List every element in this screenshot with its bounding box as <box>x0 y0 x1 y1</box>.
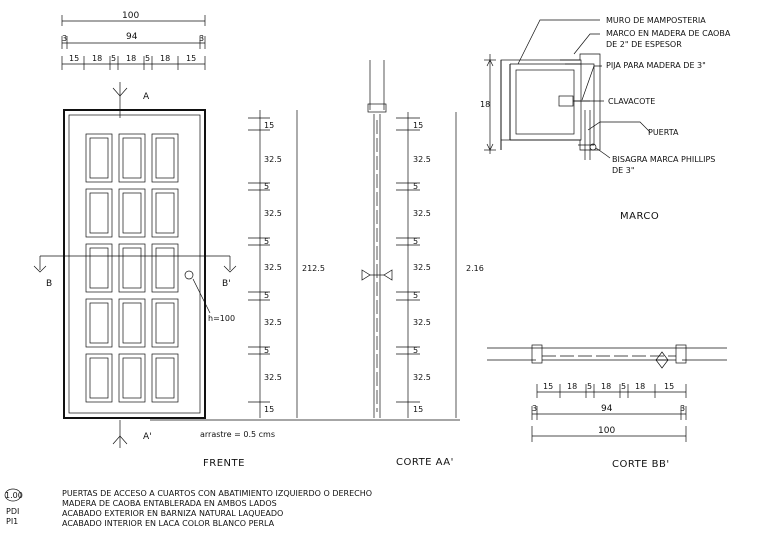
dim-inner-width: 94 <box>126 32 138 42</box>
aa-vdim-5: 32.5 <box>413 263 431 272</box>
aa-vdim-3: 32.5 <box>413 209 431 218</box>
bb-dim-5: 18 <box>635 382 645 391</box>
bb-dim-0: 15 <box>543 382 553 391</box>
legend-note-0: PUERTAS DE ACCESO A CUARTOS CON ABATIMIE… <box>62 489 372 498</box>
legend-symbol <box>4 488 22 502</box>
frame-dim-label: 18 <box>480 100 490 109</box>
vdim-0: 15 <box>264 121 274 130</box>
label-anchor: CLAVACOTE <box>608 97 655 106</box>
legend: 1.00 PDI PI1 PUERTAS DE ACCESO A CUARTOS… <box>4 488 372 528</box>
label-frame-1: MARCO EN MADERA DE CAOBA <box>606 29 731 38</box>
section-bb-title: CORTE BB' <box>612 459 670 470</box>
legend-note-2: ACABADO EXTERIOR EN BARNIZA NATURAL LAQU… <box>62 509 283 518</box>
door-handle <box>184 270 194 280</box>
aa-vdim-4: 5 <box>413 237 418 246</box>
label-hinge-2: DE 3" <box>612 166 635 175</box>
section-aa: 15 32.5 5 32.5 5 32.5 5 32.5 5 32.5 15 2… <box>361 60 484 468</box>
handle-height-label: h=100 <box>208 314 235 323</box>
aa-total-height: 2.16 <box>466 264 484 273</box>
total-height-label: 212.5 <box>302 264 325 273</box>
frame-detail-title: MARCO <box>620 211 659 222</box>
label-wall: MURO DE MAMPOSTERIA <box>606 16 706 25</box>
vdim-3: 32.5 <box>264 209 282 218</box>
dim-panel-3: 18 <box>126 54 136 63</box>
front-view-title: FRENTE <box>203 458 245 469</box>
legend-code-1: PDI <box>6 507 19 516</box>
bb-dim-6: 15 <box>664 382 674 391</box>
aa-vdim-1: 32.5 <box>413 155 431 164</box>
dim-panel-0: 15 <box>69 54 79 63</box>
label-hinge-1: BISAGRA MARCA PHILLIPS <box>612 155 715 164</box>
vdim-4: 5 <box>264 237 269 246</box>
aa-vdim-2: 5 <box>413 182 418 191</box>
dim-overall-width: 100 <box>122 11 139 21</box>
frame-detail: 18 MURO DE MAMPOSTERIA MARCO EN MADERA D… <box>480 16 731 222</box>
aa-vdim-6: 5 <box>413 291 418 300</box>
aa-vdim-9: 32.5 <box>413 373 431 382</box>
section-b-left-label: B <box>46 279 52 289</box>
dim-panel-1: 18 <box>92 54 102 63</box>
legend-note-3: ACABADO INTERIOR EN LACA COLOR BLANCO PE… <box>62 519 275 528</box>
bb-dim-2: 5 <box>587 382 592 391</box>
bb-dim-1: 18 <box>567 382 577 391</box>
dim-panel-2: 5 <box>111 54 116 63</box>
vdim-7: 32.5 <box>264 318 282 327</box>
aa-vdim-8: 5 <box>413 346 418 355</box>
legend-code-2: PI1 <box>6 517 18 526</box>
bb-dim-3: 18 <box>601 382 611 391</box>
label-frame-2: DE 2" DE ESPESOR <box>606 40 682 49</box>
section-aa-title: CORTE AA' <box>396 457 454 468</box>
dim-edge-right: 3 <box>199 34 204 43</box>
label-door: PUERTA <box>648 128 679 137</box>
vdim-2: 5 <box>264 182 269 191</box>
vdim-6: 5 <box>264 291 269 300</box>
section-a-top-label: A <box>143 92 150 102</box>
bb-edge-right: 3 <box>680 404 685 413</box>
vdim-8: 5 <box>264 346 269 355</box>
section-b-right-label: B' <box>222 279 231 289</box>
drag-note: arrastre = 0.5 cms <box>200 430 275 439</box>
front-view: 100 3 94 3 15 18 5 18 5 18 15 A A' <box>33 11 460 469</box>
bb-edge-left: 3 <box>532 404 537 413</box>
dim-panel-6: 15 <box>186 54 196 63</box>
dim-panel-4: 5 <box>145 54 150 63</box>
section-a-bottom-label: A' <box>143 432 152 442</box>
legend-symbol-value: 1.00 <box>5 491 23 500</box>
section-bb: 15 18 5 18 5 18 15 3 94 3 100 CORTE BB' <box>487 344 727 470</box>
vdim-5: 32.5 <box>264 263 282 272</box>
aa-vdim-10: 15 <box>413 405 423 414</box>
aa-vdim-7: 32.5 <box>413 318 431 327</box>
dim-panel-5: 18 <box>160 54 170 63</box>
legend-note-1: MADERA DE CAOBA ENTABLERADA EN AMBOS LAD… <box>62 499 277 508</box>
dim-edge-left: 3 <box>62 34 67 43</box>
bb-overall: 100 <box>598 426 615 436</box>
vdim-9: 32.5 <box>264 373 282 382</box>
aa-vdim-0: 15 <box>413 121 423 130</box>
vdim-1: 32.5 <box>264 155 282 164</box>
bb-dim-4: 5 <box>621 382 626 391</box>
door-panels <box>85 133 179 403</box>
bb-inner: 94 <box>601 404 613 414</box>
label-screw: PIJA PARA MADERA DE 3" <box>606 61 706 70</box>
vdim-10: 15 <box>264 405 274 414</box>
